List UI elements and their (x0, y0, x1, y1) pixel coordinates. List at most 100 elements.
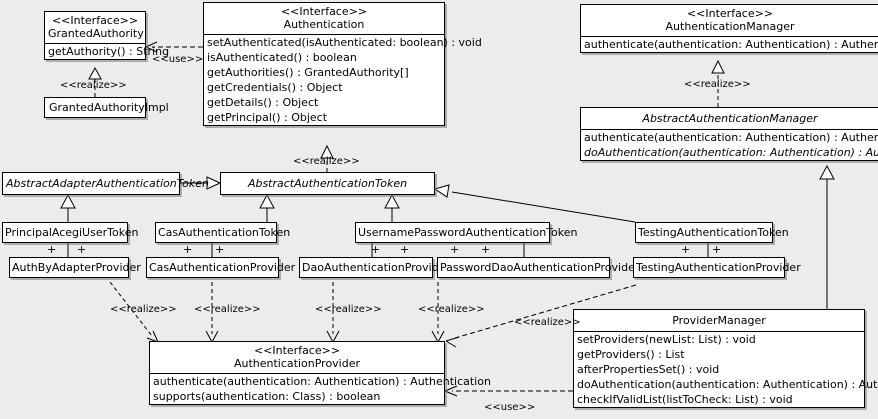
edge-generalize-casauthenticationtoken (259, 193, 275, 222)
class-box-authentication-provider[interactable]: <<Interface>> AuthenticationProvider aut… (149, 341, 491, 405)
edge-label-realize-testing: <<realize>> (514, 317, 581, 328)
operation: doAuthentication(authentication: Authent… (577, 378, 878, 391)
operation: supports(authentication: Class) : boolea… (153, 390, 381, 403)
class-box-abstract-authentication-token[interactable]: AbstractAuthenticationToken (220, 172, 435, 195)
class-name: GrantedAuthority (48, 27, 144, 40)
class-header: TestingAuthenticationProvider (634, 258, 801, 277)
class-name: ProviderManager (672, 314, 766, 327)
class-header: GrantedAuthorityImpl (45, 98, 169, 117)
class-box-abstract-adapter-authentication-token[interactable]: AbstractAdapterAuthenticationToken (2, 172, 209, 195)
class-header: AbstractAuthenticationToken (221, 173, 434, 194)
class-name: AuthenticationManager (665, 20, 795, 33)
edge-generalize-usernamepasswordtoken (384, 193, 400, 222)
class-box-auth-by-adapter-provider[interactable]: AuthByAdapterProvider (9, 257, 141, 278)
edge-generalize-principalacegiusertoken (60, 193, 76, 222)
assoc-plus-marker: + (681, 243, 691, 256)
edge-realize-passworddaoauthenticationprovider (431, 282, 445, 343)
edge-use-authentication-grantedauthority (145, 41, 203, 53)
operation: getDetails() : Object (207, 96, 319, 109)
edge-realize-casauthenticationprovider (205, 282, 219, 343)
operations-compartment: getAuthority() : String (45, 43, 169, 59)
class-name: TestingAuthenticationToken (638, 226, 789, 239)
operation: authenticate(authentication: Authenticat… (584, 131, 878, 144)
assoc-plus-marker: + (371, 243, 381, 256)
class-name: PrincipalAcegiUserToken (5, 226, 139, 239)
operation: getAuthorities() : GrantedAuthority[] (207, 66, 409, 79)
operation: authenticate(authentication: Authenticat… (584, 38, 878, 51)
operations-compartment: setAuthenticated(isAuthenticated: boolea… (204, 34, 482, 125)
class-header: ProviderManager (574, 310, 864, 331)
class-header: UsernamePasswordAuthenticationToken (356, 223, 578, 242)
class-name: UsernamePasswordAuthenticationToken (358, 226, 578, 239)
stereotype-label: <<Interface>> (686, 7, 774, 20)
class-name: AuthenticationProvider (233, 357, 361, 370)
class-name: GrantedAuthorityImpl (49, 101, 169, 114)
class-box-password-dao-authentication-provider[interactable]: PasswordDaoAuthenticationProvider (437, 257, 640, 278)
class-box-testing-authentication-token[interactable]: TestingAuthenticationToken (635, 222, 789, 243)
edge-label-realize-dao: <<realize>> (315, 304, 382, 315)
class-name: AbstractAuthenticationToken (247, 177, 408, 190)
class-name: AuthByAdapterProvider (12, 261, 141, 274)
class-box-cas-authentication-token[interactable]: CasAuthenticationToken (155, 222, 291, 243)
class-header: PrincipalAcegiUserToken (3, 223, 139, 242)
class-header: <<Interface>> Authentication (204, 3, 444, 34)
operation: getPrincipal() : Object (207, 111, 328, 124)
class-box-abstract-authentication-manager[interactable]: AbstractAuthenticationManager authentica… (580, 107, 878, 161)
class-box-provider-manager[interactable]: ProviderManager setProviders(newList: Li… (573, 309, 878, 408)
class-header: AbstractAuthenticationManager (581, 108, 878, 129)
class-box-granted-authority[interactable]: <<Interface>> GrantedAuthority getAuthor… (44, 11, 169, 60)
assoc-plus-marker: + (400, 243, 410, 256)
class-header: CasAuthenticationProvider (147, 258, 296, 277)
operation: isAuthenticated() : boolean (207, 51, 357, 64)
class-box-granted-authority-impl[interactable]: GrantedAuthorityImpl (44, 97, 169, 118)
stereotype-label: <<Interface>> (253, 344, 341, 357)
operations-compartment: authenticate(authentication: Authenticat… (581, 36, 878, 52)
edge-label-use-providermanager: <<use>> (484, 402, 536, 413)
class-box-username-password-authentication-token[interactable]: UsernamePasswordAuthenticationToken (355, 222, 578, 243)
operation: getProviders() : List (577, 348, 685, 361)
edge-label-realize-abstractauthenticationmanager: <<realize>> (684, 79, 751, 90)
class-name: PasswordDaoAuthenticationProvider (440, 261, 640, 274)
class-name: AbstractAdapterAuthenticationToken (6, 177, 209, 190)
edge-label-realize-grantedauthorityimpl: <<realize>> (60, 80, 127, 91)
class-name: AbstractAuthenticationManager (642, 112, 818, 125)
stereotype-label: <<Interface>> (51, 14, 139, 27)
class-header: CasAuthenticationToken (156, 223, 291, 242)
class-box-cas-authentication-provider[interactable]: CasAuthenticationProvider (146, 257, 296, 278)
edge-generalize-providermanager-abstractauthenticationmanager (819, 164, 835, 309)
class-header: DaoAuthenticationProvider (300, 258, 450, 277)
class-box-dao-authentication-provider[interactable]: DaoAuthenticationProvider (299, 257, 450, 278)
class-box-authentication-manager[interactable]: <<Interface>> AuthenticationManager auth… (580, 4, 878, 53)
edge-label-use-authentication-grantedauthority: <<use>> (152, 54, 204, 65)
class-header: <<Interface>> AuthenticationManager (581, 5, 878, 36)
class-header: <<Interface>> AuthenticationProvider (150, 342, 444, 373)
stereotype-label: <<Interface>> (280, 5, 368, 18)
edge-label-realize-abstractauthenticationtoken: <<realize>> (293, 156, 360, 167)
class-box-testing-authentication-provider[interactable]: TestingAuthenticationProvider (633, 257, 801, 278)
assoc-plus-marker: + (47, 243, 57, 256)
edge-realize-testingauthenticationprovider (445, 284, 637, 348)
class-header: PasswordDaoAuthenticationProvider (438, 258, 640, 277)
class-box-authentication[interactable]: <<Interface>> Authentication setAuthenti… (203, 2, 482, 126)
class-box-principal-acegi-user-token[interactable]: PrincipalAcegiUserToken (2, 222, 139, 243)
class-name: CasAuthenticationToken (158, 226, 291, 239)
class-header: AbstractAdapterAuthenticationToken (3, 173, 209, 194)
class-name: Authentication (283, 18, 365, 31)
assoc-plus-marker: + (450, 243, 460, 256)
edge-label-realize-passworddao: <<realize>> (418, 304, 485, 315)
operation: getCredentials() : Object (207, 81, 343, 94)
operation: setAuthenticated(isAuthenticated: boolea… (207, 36, 482, 49)
edge-realize-abstractauthenticationmanager (711, 59, 725, 107)
assoc-plus-marker: + (77, 243, 87, 256)
edge-label-realize-authbyadapter: <<realize>> (110, 304, 177, 315)
operation: doAuthentication(authentication: Authent… (584, 146, 878, 159)
edge-realize-grantedauthorityimpl (88, 66, 102, 97)
edge-realize-abstractauthenticationtoken (320, 144, 334, 172)
class-header: <<Interface>> GrantedAuthority (45, 12, 145, 43)
class-name: DaoAuthenticationProvider (302, 261, 450, 274)
operations-compartment: authenticate(authentication: Authenticat… (581, 129, 878, 160)
class-name: CasAuthenticationProvider (149, 261, 296, 274)
class-header: AuthByAdapterProvider (10, 258, 141, 277)
